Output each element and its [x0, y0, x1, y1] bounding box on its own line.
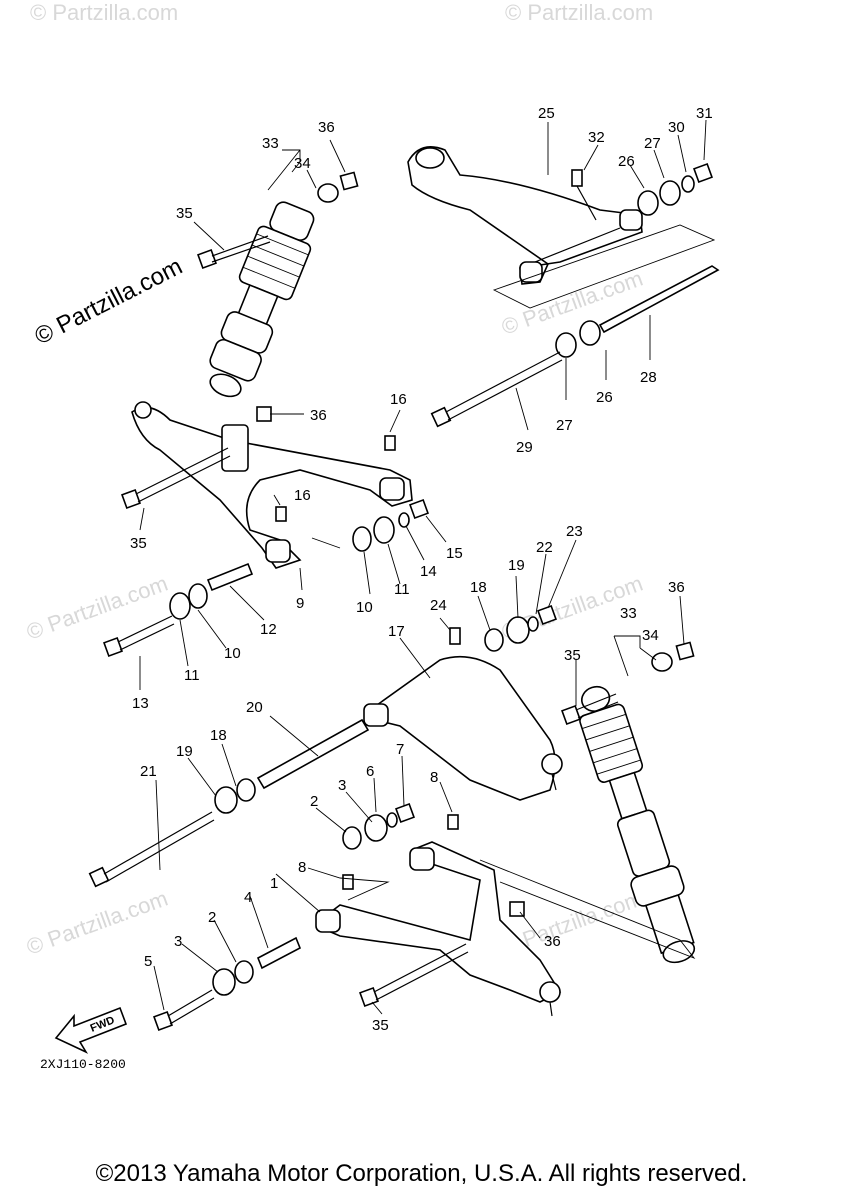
callout-label: 36 — [544, 933, 561, 950]
diagram-code: 2XJ110-8200 — [40, 1057, 126, 1072]
bolt-13 — [103, 615, 175, 657]
bolt-35-lower — [359, 943, 469, 1007]
callout-label: 9 — [296, 595, 304, 612]
upper-arm-hardware-right — [637, 163, 713, 216]
leader-lines — [139, 119, 707, 1015]
callout-label: 3 — [338, 777, 346, 794]
arm-17 — [363, 655, 563, 801]
callout-label: 33 — [620, 605, 637, 622]
callout-label: 5 — [144, 953, 152, 970]
callout-label: 18 — [470, 579, 487, 596]
shaft-28-group — [492, 224, 720, 358]
callout-label: 36 — [668, 579, 685, 596]
callout-label: 2 — [208, 909, 216, 926]
callout-label: 11 — [184, 667, 200, 684]
callout-label: 34 — [294, 155, 311, 172]
callout-label: 11 — [394, 581, 410, 598]
collar-34-nut-36-upper — [317, 171, 359, 203]
lower-arm-hardware-right — [342, 803, 415, 850]
callout-label: 24 — [430, 597, 447, 614]
shock-absorber-upper — [209, 201, 315, 398]
watermark-text: © Partzilla.com — [23, 886, 171, 960]
callout-label: 10 — [356, 599, 373, 616]
bolt-21 — [88, 811, 215, 888]
middle-arm-9 — [131, 401, 413, 569]
callout-label: 7 — [396, 741, 404, 758]
bolt-35-upper — [197, 235, 271, 269]
middle-arm-hardware-left — [169, 562, 254, 620]
callout-label: 31 — [696, 105, 713, 122]
callout-label: 10 — [224, 645, 241, 662]
middle-arm-hardware-right — [352, 499, 429, 552]
callout-label: 27 — [644, 135, 661, 152]
lower-arm-1 — [315, 841, 562, 1017]
callout-label: 8 — [298, 859, 306, 876]
callout-label: 16 — [390, 391, 407, 408]
grease-nipples-8 — [342, 814, 459, 890]
callout-label: 35 — [564, 647, 581, 664]
callout-label: 23 — [566, 523, 583, 540]
callout-label: 36 — [318, 119, 335, 136]
collar-34-nut-36-lower — [651, 641, 695, 672]
callout-labels: 33 36 34 35 25 32 26 27 30 31 28 26 27 2… — [130, 105, 713, 1034]
callout-label: 19 — [176, 743, 193, 760]
callout-label: 22 — [536, 539, 553, 556]
callout-label: 19 — [508, 557, 525, 574]
callout-label: 2 — [310, 793, 318, 810]
callout-label: 35 — [176, 205, 193, 222]
nut-36-middle — [256, 406, 272, 422]
watermark-text: © Partzilla.com — [505, 0, 653, 25]
arm-17-hardware-left — [214, 778, 256, 814]
shaft-20 — [256, 718, 370, 790]
forward-arrow-icon: FWD — [54, 1006, 128, 1054]
callout-label: 34 — [642, 627, 659, 644]
callout-label: 13 — [132, 695, 149, 712]
callout-label: 35 — [372, 1017, 389, 1034]
callout-label: 15 — [446, 545, 463, 562]
bolt-5 — [153, 989, 215, 1031]
arm-17-hardware-right — [484, 605, 557, 652]
callout-label: 32 — [588, 129, 605, 146]
callout-label: 3 — [174, 933, 182, 950]
grease-nipple-24 — [449, 627, 461, 645]
upper-arm-25 — [407, 146, 643, 285]
callout-label: 12 — [260, 621, 277, 638]
callout-label: 30 — [668, 119, 685, 136]
bolt-29 — [430, 351, 563, 428]
bolt-35-middle — [121, 447, 231, 509]
grease-nipple-32 — [571, 169, 597, 221]
callout-label: 18 — [210, 727, 227, 744]
callout-label: 20 — [246, 699, 263, 716]
grease-nipple-16 — [275, 435, 396, 522]
bolt-35-lower-right — [561, 693, 619, 725]
callout-label: 21 — [140, 763, 157, 780]
lower-arm-hardware-left — [212, 936, 302, 996]
copyright-notice: ©2013 Yamaha Motor Corporation, U.S.A. A… — [95, 1160, 748, 1187]
callout-label: 26 — [596, 389, 613, 406]
watermark-text: © Partzilla.com — [23, 571, 171, 645]
callout-label: 27 — [556, 417, 573, 434]
callout-label: 8 — [430, 769, 438, 786]
callout-label: 26 — [618, 153, 635, 170]
callout-label: 35 — [130, 535, 147, 552]
callout-label: 33 — [262, 135, 279, 152]
callout-label: 4 — [244, 889, 252, 906]
callout-label: 1 — [270, 875, 278, 892]
callout-label: 17 — [388, 623, 405, 640]
callout-label: 36 — [310, 407, 327, 424]
callout-label: 29 — [516, 439, 533, 456]
callout-label: 6 — [366, 763, 374, 780]
assembly-guide-line — [479, 859, 696, 960]
watermark-main: © Partzilla.com — [30, 253, 186, 350]
watermark-text: © Partzilla.com — [30, 0, 178, 25]
callout-label: 14 — [420, 563, 437, 580]
callout-label: 16 — [294, 487, 311, 504]
callout-label: 28 — [640, 369, 657, 386]
callout-label: 25 — [538, 105, 555, 122]
